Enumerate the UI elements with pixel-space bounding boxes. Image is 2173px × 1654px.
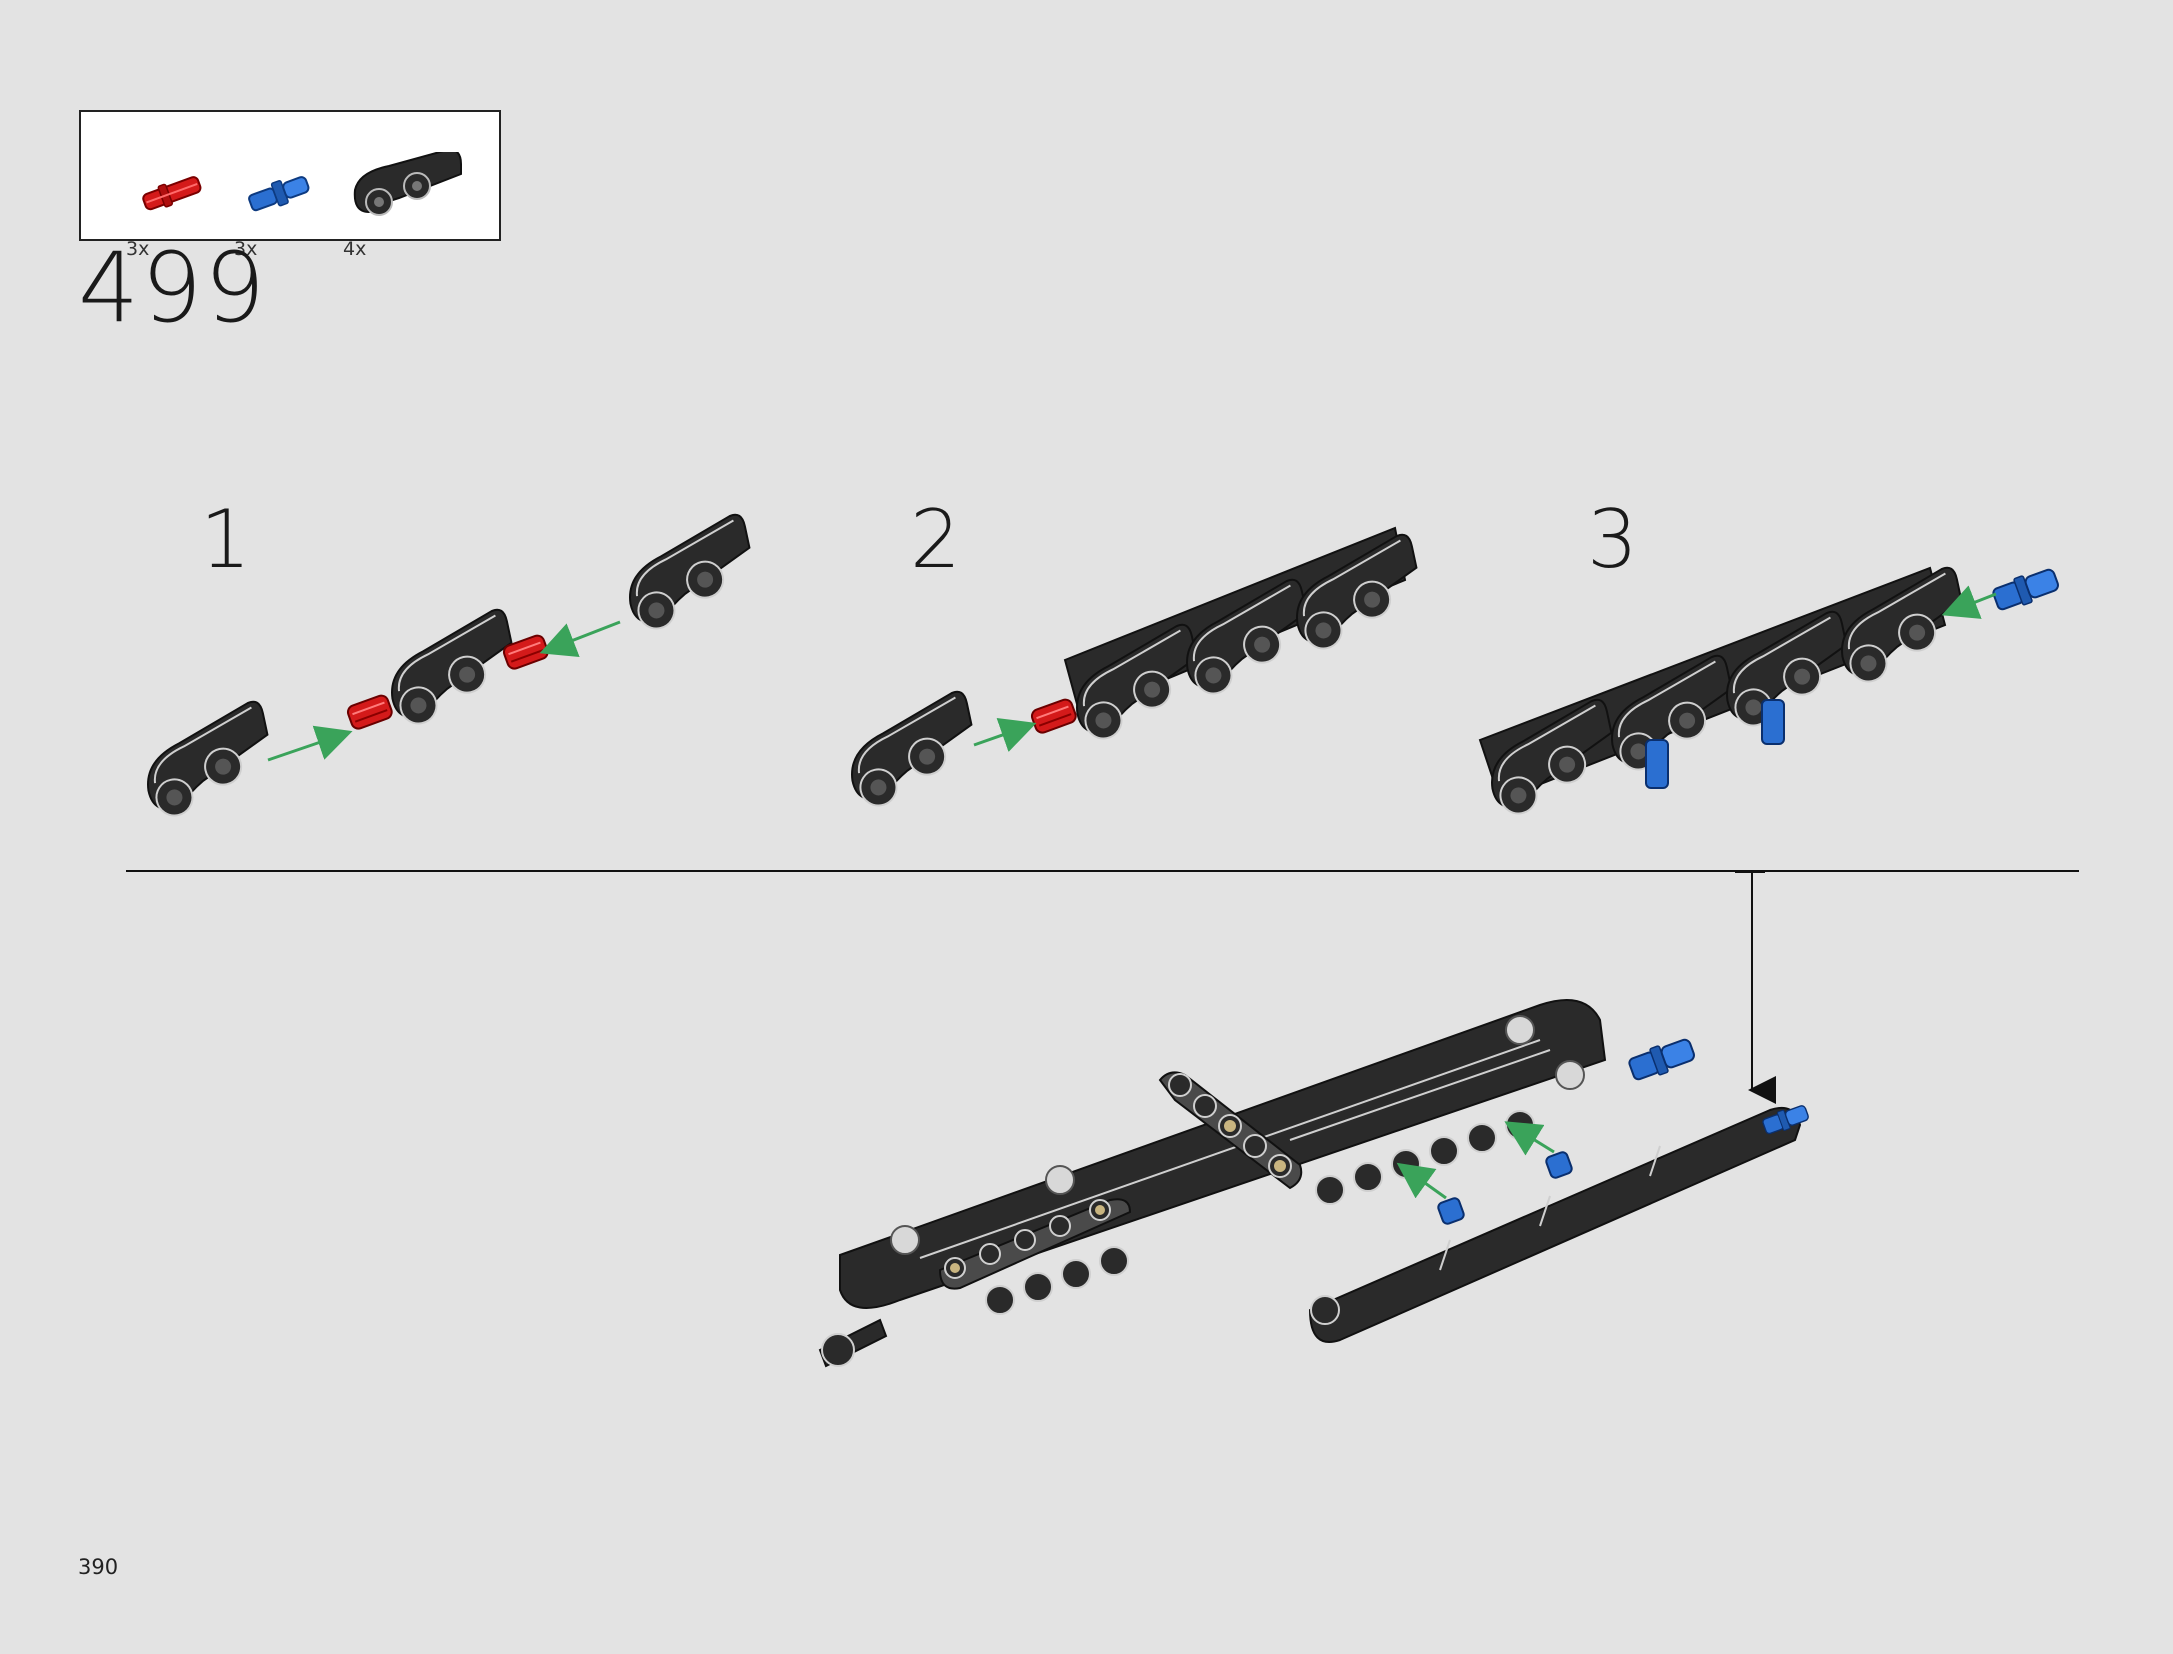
substep-number-2: 2 bbox=[910, 493, 961, 586]
substep-1-illustration bbox=[133, 512, 763, 822]
substep-divider bbox=[126, 870, 2079, 872]
part-count: 4x bbox=[343, 238, 367, 260]
part-blue-axle-pin: 3x bbox=[234, 152, 339, 260]
main-assembly-illustration bbox=[818, 999, 1811, 1368]
blue-axle-pin-icon bbox=[248, 176, 310, 212]
page-number: 390 bbox=[78, 1555, 119, 1579]
substep-2-illustration bbox=[837, 526, 1430, 812]
substep-number-1: 1 bbox=[200, 493, 251, 586]
substep-3-illustration bbox=[1477, 564, 2062, 820]
part-red-axle-pin: 3x bbox=[126, 152, 231, 260]
part-count: 3x bbox=[126, 238, 150, 260]
curved-panel-icon bbox=[353, 152, 462, 216]
red-axle-pin-icon bbox=[142, 176, 202, 211]
parts-list-callout: 3x 3x 4x bbox=[79, 110, 501, 260]
substep-number-3: 3 bbox=[1587, 493, 1638, 586]
step-number: 499 bbox=[78, 232, 268, 344]
part-black-curved-panel: 4x bbox=[343, 152, 489, 260]
part-count: 3x bbox=[234, 238, 258, 260]
